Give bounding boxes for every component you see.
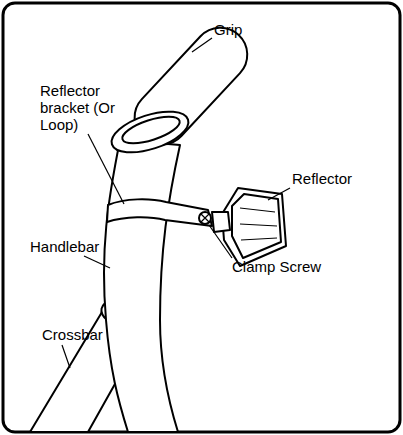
leader-line: [88, 134, 124, 204]
frame-border: [3, 3, 400, 432]
part-label: Grip: [214, 21, 294, 38]
reflector-lines: [240, 208, 277, 240]
reflector-bracket: [107, 199, 212, 226]
reflector-back: [222, 188, 286, 266]
part-label: Handlebar: [30, 238, 120, 255]
leader-line: [192, 38, 212, 52]
part-label: Crossbar: [42, 326, 132, 343]
leader-line: [268, 188, 290, 200]
screw-slot: [201, 214, 209, 222]
leader-line: [84, 256, 110, 268]
reflector-face: [232, 194, 281, 258]
part-label: Reflector: [292, 170, 382, 187]
leader-line: [209, 225, 232, 258]
part-label: Reflector bracket (Or Loop): [40, 82, 122, 133]
grip-collar: [107, 103, 194, 160]
collar-inner: [119, 111, 182, 149]
clamp-screw: [199, 212, 211, 224]
leader-line: [62, 345, 70, 368]
part-label: Clamp Screw: [232, 258, 342, 275]
reflector-mount: [212, 212, 230, 232]
handlebar-tube: [104, 140, 180, 432]
